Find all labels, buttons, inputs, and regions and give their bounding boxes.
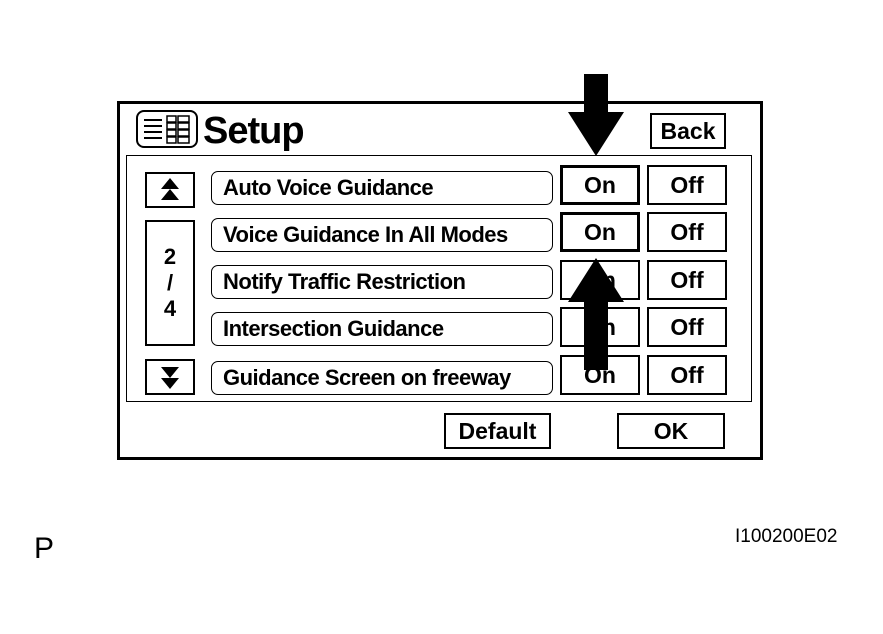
scroll-up-button[interactable] — [145, 172, 195, 208]
setting-label-guidance-screen-freeway[interactable]: Guidance Screen on freeway — [211, 361, 553, 395]
voice-guidance-all-modes-on-button[interactable]: On — [560, 212, 640, 252]
notify-traffic-restriction-off-button[interactable]: Off — [647, 260, 727, 300]
scroll-down-icon — [161, 367, 179, 389]
page-title: Setup — [203, 110, 305, 152]
back-button[interactable]: Back — [650, 113, 726, 149]
setting-label-voice-guidance-all-modes[interactable]: Voice Guidance In All Modes — [211, 218, 553, 252]
page-separator: / — [166, 270, 174, 295]
setting-label-intersection-guidance[interactable]: Intersection Guidance — [211, 312, 553, 346]
setting-label-auto-voice-guidance[interactable]: Auto Voice Guidance — [211, 171, 553, 205]
page-total: 4 — [163, 296, 177, 321]
corner-letter: P — [34, 532, 55, 565]
page-current: 2 — [163, 244, 177, 269]
scroll-down-button[interactable] — [145, 359, 195, 395]
up-arrow-indicator — [568, 258, 624, 370]
guidance-screen-freeway-off-button[interactable]: Off — [647, 355, 727, 395]
page-indicator: 2 / 4 — [145, 220, 195, 346]
setting-label-notify-traffic-restriction[interactable]: Notify Traffic Restriction — [211, 265, 553, 299]
default-button[interactable]: Default — [444, 413, 551, 449]
scroll-up-icon — [161, 178, 179, 200]
settings-list-panel — [126, 155, 752, 402]
auto-voice-guidance-on-button[interactable]: On — [560, 165, 640, 205]
intersection-guidance-off-button[interactable]: Off — [647, 307, 727, 347]
auto-voice-guidance-off-button[interactable]: Off — [647, 165, 727, 205]
down-arrow-indicator — [568, 74, 624, 156]
list-menu-icon[interactable] — [136, 110, 198, 148]
voice-guidance-all-modes-off-button[interactable]: Off — [647, 212, 727, 252]
figure-id: I100200E02 — [735, 526, 838, 547]
ok-button[interactable]: OK — [617, 413, 725, 449]
